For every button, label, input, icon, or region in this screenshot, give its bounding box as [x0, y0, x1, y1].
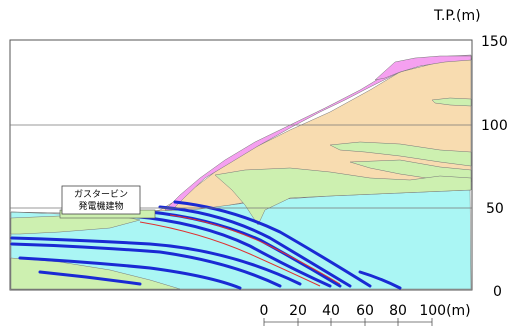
callout-line1: ガスタービン: [74, 189, 128, 200]
callout-line2: 発電機建物: [78, 200, 123, 212]
elevation-tick-0: 0: [493, 284, 502, 300]
seam-line: [173, 200, 372, 288]
scale-tick-label: 80: [389, 303, 407, 319]
seam-line: [10, 242, 282, 288]
seam-line: [128, 214, 332, 288]
elevation-unit-label: T.P.(m): [433, 8, 481, 24]
scale-tick-label: 40: [322, 303, 340, 319]
green-lens-mid: [329, 141, 472, 167]
green-lens-upper: [431, 97, 472, 107]
elevation-tick-150: 150: [481, 34, 508, 50]
scale-tick-label: 0: [260, 303, 269, 319]
seam-line: [18, 256, 242, 290]
scale-bar: 0 20 40 60 80 100(m): [260, 303, 471, 326]
seam-line: [358, 270, 402, 290]
callout-box: [61, 185, 141, 215]
crest-patch: [374, 55, 472, 81]
red-seams: [139, 214, 341, 287]
seam-line: [38, 270, 142, 286]
elevation-tick-100: 100: [481, 118, 508, 134]
scale-tick-label: 100(m): [419, 303, 470, 319]
red-seam-line: [169, 214, 341, 285]
seam-line: [158, 205, 352, 288]
scale-tick-label: 20: [289, 303, 307, 319]
red-seam-line: [139, 221, 321, 287]
elevation-tick-50: 50: [486, 201, 504, 217]
scale-tick-label: 60: [356, 303, 374, 319]
seam-line: [10, 236, 302, 286]
green-layer-main: [214, 167, 472, 226]
